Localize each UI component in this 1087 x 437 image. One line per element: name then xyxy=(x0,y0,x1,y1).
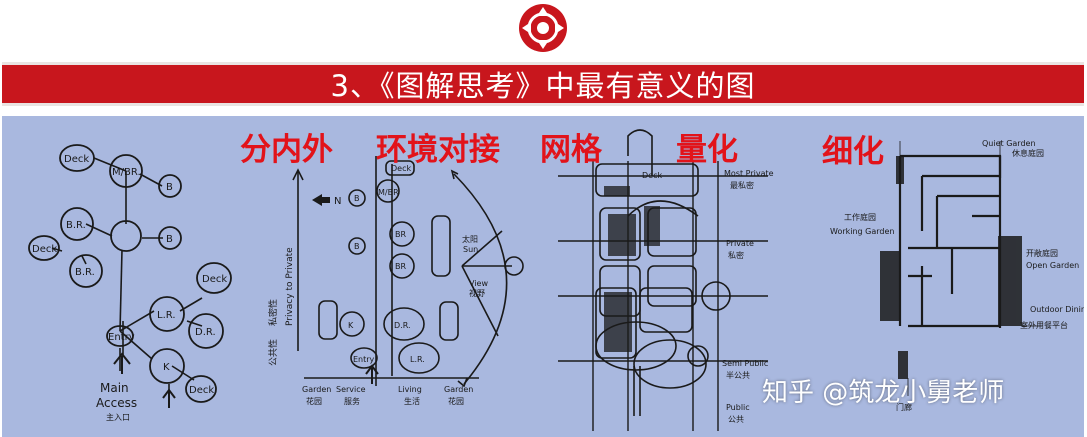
logo-icon xyxy=(519,4,567,52)
main-access-line-2: Access xyxy=(96,396,137,410)
zone-label-4: Garden xyxy=(444,385,473,394)
working-garden-cn: 工作庭园 xyxy=(844,212,876,222)
zone-label-3: Living xyxy=(398,385,422,394)
bubble-deck-3: Deck xyxy=(202,274,227,285)
open-garden-cn: 开敞庭园 xyxy=(1026,248,1058,258)
zone-br-2: BR xyxy=(395,262,406,271)
axis-label: Privacy to Private xyxy=(285,247,295,326)
zone-cn-1: 花园 xyxy=(306,396,322,406)
bubble-mbr: M/BR. xyxy=(112,167,141,178)
zone-k: K xyxy=(348,321,354,330)
plan-drawing: Quiet Garden 休息庭园 工作庭园 Working Garden 开敞… xyxy=(830,139,1084,412)
public-cn: 公共性 xyxy=(267,339,279,366)
private-cn: 私密性 xyxy=(267,299,279,326)
main-access-line-1: Main xyxy=(100,381,129,395)
bubble-k: K xyxy=(163,362,170,373)
label-separate: 分内外 xyxy=(240,132,333,168)
public-cn: 公共 xyxy=(728,415,744,424)
semi-public: Semi Public xyxy=(722,359,768,368)
most-private: Most Private xyxy=(724,169,774,178)
zone-b-1: B xyxy=(354,194,360,203)
zone-label-1: Garden xyxy=(302,385,331,394)
bubble-dr: D.R. xyxy=(195,327,216,338)
label-environment: 环境对接 xyxy=(376,132,500,168)
bubble-deck-2: Deck xyxy=(32,244,57,255)
sun-cn: 太阳 xyxy=(462,234,478,244)
zone-lr: L.R. xyxy=(410,355,425,364)
grid-deck: Deck xyxy=(642,171,662,180)
open-garden: Open Garden xyxy=(1026,261,1079,270)
zone-entry: Entry xyxy=(353,355,375,364)
private: Private xyxy=(726,239,754,248)
sun-en: Sun xyxy=(463,245,478,254)
bubble-deck-4: Deck xyxy=(189,385,214,396)
label-quantify: 量化 xyxy=(676,132,738,168)
most-private-cn: 最私密 xyxy=(730,180,754,190)
outdoor-dining-cn: 室外用餐平台 xyxy=(1020,320,1068,330)
zone-deck: Deck xyxy=(391,164,411,173)
zone-cn-2: 服务 xyxy=(344,396,360,406)
zone-cn-3: 生活 xyxy=(404,396,420,406)
watermark: 知乎 @筑龙小舅老师 xyxy=(762,378,1005,408)
zoning-diagram: N 私密性 Privacy to Private 公共性 Deck M/BR xyxy=(267,156,524,406)
label-refine: 细化 xyxy=(822,134,884,170)
bubble-lr: L.R. xyxy=(157,310,176,321)
diagram-stage: Deck M/BR. B B.R. B Deck B.R. Deck L.R. … xyxy=(2,116,1084,437)
bubble-deck-1: Deck xyxy=(64,154,89,165)
zone-b-2: B xyxy=(354,242,360,251)
bubble-b-2: B xyxy=(166,234,173,245)
bubble-diagram: Deck M/BR. B B.R. B Deck B.R. Deck L.R. … xyxy=(28,144,232,422)
zone-dr: D.R. xyxy=(394,321,411,330)
page-title: 3、《图解思考》中最有意义的图 xyxy=(330,69,756,103)
zone-label-2: Service xyxy=(336,385,366,394)
outdoor-dining: Outdoor Dining xyxy=(1030,305,1084,314)
quiet-garden: Quiet Garden xyxy=(982,139,1036,148)
quiet-garden-cn: 休息庭园 xyxy=(1012,148,1044,158)
label-grid: 网格 xyxy=(540,132,602,168)
gate-cn: 门廊 xyxy=(896,402,912,412)
bubble-entry: Entry xyxy=(108,332,135,343)
zone-mbr: M/BR xyxy=(378,188,399,197)
view-cn: 视野 xyxy=(469,288,485,298)
semi-public-cn: 半公共 xyxy=(726,370,750,380)
private-cn: 私密 xyxy=(728,250,744,260)
view-en: View xyxy=(469,279,488,288)
grid-diagram: Deck Most Private 最私密 Private 私密 Semi Pu… xyxy=(558,129,774,431)
public: Public xyxy=(726,403,750,412)
title-banner: 3、《图解思考》中最有意义的图 xyxy=(2,62,1084,106)
zone-br-1: BR xyxy=(395,230,406,239)
working-garden: Working Garden xyxy=(830,227,895,236)
bubble-br-1: B.R. xyxy=(66,220,86,231)
bubble-br-2: B.R. xyxy=(75,267,95,278)
bubble-b-1: B xyxy=(166,182,173,193)
north-label: N xyxy=(334,196,341,207)
zone-cn-4: 花园 xyxy=(448,396,464,406)
main-access-cn: 主入口 xyxy=(106,412,130,422)
